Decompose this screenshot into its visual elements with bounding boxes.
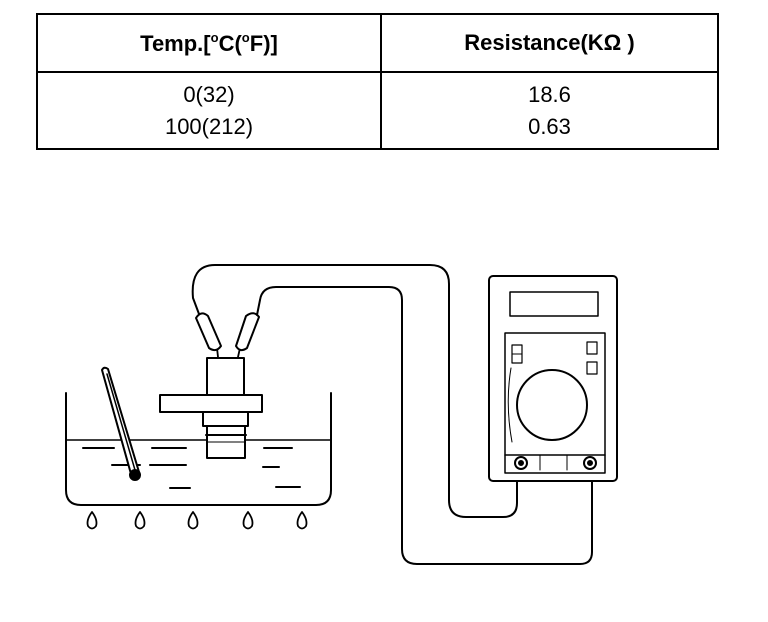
flame-icon xyxy=(134,511,146,530)
table-row: 0(32) 100(212) 18.6 0.63 xyxy=(36,72,719,149)
multimeter xyxy=(488,275,618,482)
water-ripples xyxy=(82,447,301,489)
rotary-dial xyxy=(516,369,588,441)
temp-value: 100(212) xyxy=(164,113,254,139)
flame-icon xyxy=(86,511,98,530)
thermometer xyxy=(101,366,141,481)
lead-connector-right xyxy=(235,312,260,352)
test-leads xyxy=(191,264,593,565)
temp-values-cell: 0(32) 100(212) xyxy=(36,72,382,149)
temp-header: Temp.[oC(oF)] xyxy=(36,14,382,73)
flame-icon xyxy=(187,511,199,530)
flame-icon xyxy=(242,511,254,530)
mode-switch-icon xyxy=(586,341,598,355)
temp-value: 0(32) xyxy=(183,81,235,107)
resistance-values-cell: 18.6 0.63 xyxy=(380,72,719,149)
burner-flames xyxy=(86,511,308,530)
temperature-sensor xyxy=(159,357,263,459)
resistance-value: 18.6 xyxy=(528,81,571,107)
sensor-leads xyxy=(216,347,241,358)
table-header-row: Temp.[oC(oF)] Resistance(KΩ ) xyxy=(36,14,719,73)
flame-icon xyxy=(296,511,308,530)
resistance-value: 0.63 xyxy=(528,113,571,139)
multimeter-display xyxy=(509,291,599,317)
specification-table: Temp.[oC(oF)] Resistance(KΩ ) 0(32) 100(… xyxy=(36,13,719,150)
resistance-header: Resistance(KΩ ) xyxy=(380,14,719,73)
mode-switch-icon xyxy=(586,361,598,375)
lead-connector-left xyxy=(195,312,222,352)
